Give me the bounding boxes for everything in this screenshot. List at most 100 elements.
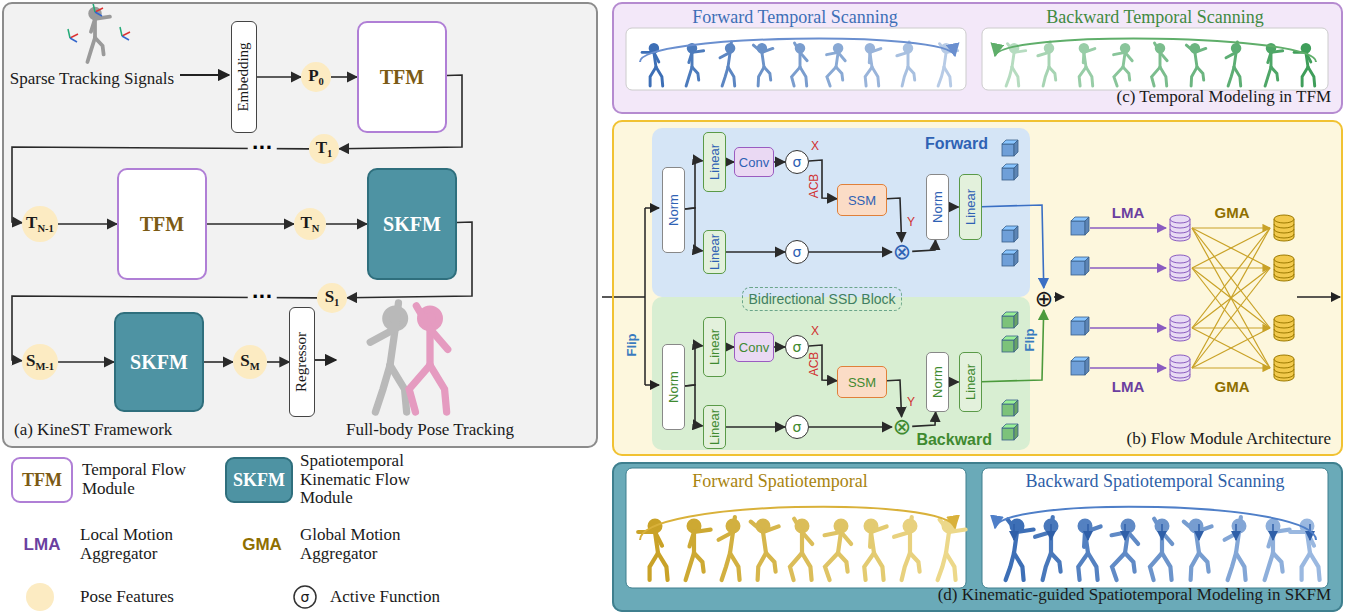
illustration-stroke <box>1290 521 1319 580</box>
panel-ground <box>652 297 1030 450</box>
block-label-box: Bidirectional SSD Block <box>742 287 902 311</box>
illustration-stroke <box>1191 67 1197 86</box>
node-text: SKFM <box>383 213 441 236</box>
illustration-stroke <box>1048 52 1051 67</box>
illustration-stroke <box>728 67 735 86</box>
illustration-stroke <box>1199 553 1209 572</box>
illustration-stroke <box>1274 329 1294 333</box>
illustration-stroke <box>644 208 646 385</box>
illustration-stroke <box>1002 144 1014 156</box>
illustration-stroke <box>1002 250 1018 266</box>
illustration-stroke <box>1002 254 1014 266</box>
illustration-stroke <box>690 532 694 546</box>
connector-arrow <box>912 412 935 426</box>
illustration-stroke <box>1192 328 1270 368</box>
illustration-stroke <box>1014 250 1018 266</box>
connector-arrow <box>685 385 703 426</box>
illustration-stroke <box>1170 355 1190 381</box>
illustration-stroke <box>1290 530 1307 534</box>
illustration-stroke <box>794 519 802 532</box>
illustration-stroke <box>907 52 910 67</box>
illustration-stroke <box>1310 553 1320 580</box>
illustration-stroke <box>838 553 848 572</box>
illustration-stroke <box>430 329 448 350</box>
illustration-stroke <box>1114 44 1133 86</box>
illustration-stroke <box>1265 44 1282 86</box>
illustration-stroke <box>908 67 915 80</box>
illustration-stroke <box>1014 164 1018 180</box>
illustration-stroke <box>1274 215 1294 223</box>
illustration-stroke <box>1128 532 1138 544</box>
linear-box: Linear <box>703 405 726 449</box>
illustration-stroke <box>1152 67 1160 86</box>
node-text: Backward <box>916 431 992 449</box>
illustration-stroke <box>1054 296 1064 298</box>
illustration-stroke <box>792 67 800 86</box>
text-label: Forward Spatiotemporal <box>692 471 867 492</box>
illustration-stroke <box>874 553 884 580</box>
illustration-stroke <box>1192 268 1270 368</box>
illustration-stroke <box>1014 424 1018 440</box>
illustration-stroke <box>1192 228 1270 368</box>
illustration-stroke <box>827 52 838 54</box>
node-text: TN <box>301 213 320 234</box>
illustration-stroke <box>1006 520 1034 580</box>
illustration-stroke <box>865 44 881 86</box>
node-text: Embedding <box>235 42 252 111</box>
illustration-stroke <box>1002 336 1018 352</box>
illustration-stroke <box>836 521 847 532</box>
illustration-stroke <box>1274 264 1294 268</box>
illustration-stroke <box>1274 269 1294 273</box>
illustration-stroke <box>686 521 711 580</box>
activation-circle: σ <box>785 335 809 359</box>
linear-box: Linear <box>959 352 982 412</box>
node-text: (a) KineST Framework <box>14 420 172 440</box>
illustration-stroke <box>93 3 95 12</box>
illustration-stroke <box>870 52 872 67</box>
illustration-stroke <box>758 67 764 86</box>
node-text: Conv <box>739 340 769 355</box>
illustration-stroke <box>645 207 659 209</box>
illustration-stroke <box>872 67 879 86</box>
text-label: Y <box>907 215 915 229</box>
illustration-stroke <box>654 52 659 62</box>
illustration-stroke <box>751 521 779 580</box>
illustration-stroke <box>1002 316 1014 328</box>
node-text: SM-1 <box>26 351 54 372</box>
illustration-stroke <box>370 303 406 412</box>
edge-label: ··· <box>248 137 277 158</box>
illustration-stroke <box>1123 521 1134 532</box>
illustration-stroke <box>640 507 955 540</box>
illustration-stroke <box>1192 228 1270 328</box>
illustration-stroke <box>1014 336 1018 352</box>
illustration-stroke <box>1274 355 1294 381</box>
node-text: Norm <box>930 191 945 223</box>
illustration-stroke <box>1228 553 1236 580</box>
illustration-stroke <box>1170 364 1190 368</box>
text-label: LMA <box>24 535 61 555</box>
illustration-stroke <box>1071 317 1089 335</box>
illustration-stroke <box>1012 67 1019 86</box>
node-text: Bidirectional SSD Block <box>748 291 895 307</box>
node-text: σ <box>793 419 802 435</box>
illustration-stroke <box>1274 229 1294 233</box>
illustration-stroke <box>908 532 912 553</box>
illustration-stroke <box>938 67 944 86</box>
illustration-stroke <box>1114 52 1125 54</box>
illustration-stroke <box>1085 217 1089 235</box>
pose-feature-circle: SM <box>233 345 267 379</box>
illustration-stroke <box>1302 67 1308 86</box>
illustration-stroke <box>730 553 740 580</box>
illustration-stroke <box>719 517 740 580</box>
node-text: Conv <box>739 155 769 170</box>
node-text: ⊕ <box>1035 288 1053 310</box>
illustration-stroke <box>1013 524 1015 540</box>
illustration-stroke <box>1170 264 1190 268</box>
illustration-stroke <box>1152 43 1168 86</box>
branch-region: ForwardNormLinearLinearConvσSSMσ⊗NormLin… <box>654 130 1032 299</box>
panel: (b) Flow Module ArchitectureForwardNormL… <box>612 120 1343 456</box>
illustration-stroke <box>938 520 966 580</box>
node-text: Linear <box>963 189 978 225</box>
illustration-stroke <box>1084 49 1095 53</box>
illustration-stroke <box>1192 228 1270 328</box>
